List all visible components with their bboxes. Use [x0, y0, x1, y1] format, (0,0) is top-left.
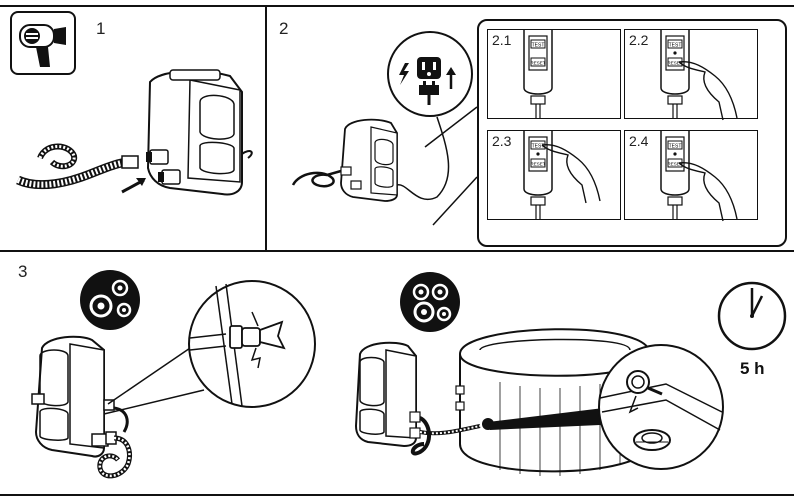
step-2-number: 2	[279, 19, 289, 38]
hose-connector-icon-2	[400, 272, 460, 332]
step-3-spa-illustration	[354, 328, 651, 476]
step-1-panel: 1	[0, 7, 265, 250]
step-3-pump-illustration	[31, 335, 132, 479]
hose-connector-icon	[80, 270, 140, 330]
callout-line	[424, 106, 478, 226]
rcd-plug-drawing: TEST RESET	[660, 30, 738, 121]
clock-icon	[717, 281, 787, 351]
top-rule	[0, 5, 794, 7]
substep-label: 2.3	[492, 133, 512, 149]
svg-text:TEST: TEST	[532, 144, 545, 150]
rcd-plug-drawing: TEST RESET	[523, 131, 601, 219]
svg-text:RESET: RESET	[667, 61, 682, 66]
step-3-panel: 3	[0, 252, 794, 494]
svg-text:RESET: RESET	[530, 162, 545, 167]
soak-duration: 5 h	[740, 359, 765, 378]
hair-dryer-icon	[10, 11, 76, 75]
step-divider	[265, 5, 267, 251]
step-3-number: 3	[18, 262, 28, 281]
substep-label: 2.2	[629, 32, 649, 48]
svg-text:TEST: TEST	[532, 43, 545, 49]
connector-zoom-left	[188, 280, 316, 408]
finger-icon	[678, 61, 738, 121]
bottom-rule	[0, 494, 794, 496]
svg-text:RESET: RESET	[530, 61, 545, 66]
svg-text:TEST: TEST	[669, 144, 682, 150]
rcd-plug-drawing: TEST RESET	[523, 30, 553, 118]
finger-icon	[541, 144, 601, 204]
step-2-illustration	[291, 116, 450, 202]
step-1-illustration	[16, 69, 253, 196]
finger-icon	[678, 162, 738, 222]
middle-rule	[0, 250, 794, 252]
callout-line-left	[103, 343, 205, 415]
svg-text:TEST: TEST	[669, 43, 682, 49]
substep-label: 2.1	[492, 32, 512, 48]
connector-zoom-right	[598, 344, 724, 470]
power-plug-icon	[387, 31, 473, 117]
svg-text:RESET: RESET	[667, 162, 682, 167]
substep-label: 2.4	[629, 133, 649, 149]
step-1-number: 1	[96, 19, 106, 38]
rcd-plug-drawing: TEST RESET	[660, 131, 738, 222]
